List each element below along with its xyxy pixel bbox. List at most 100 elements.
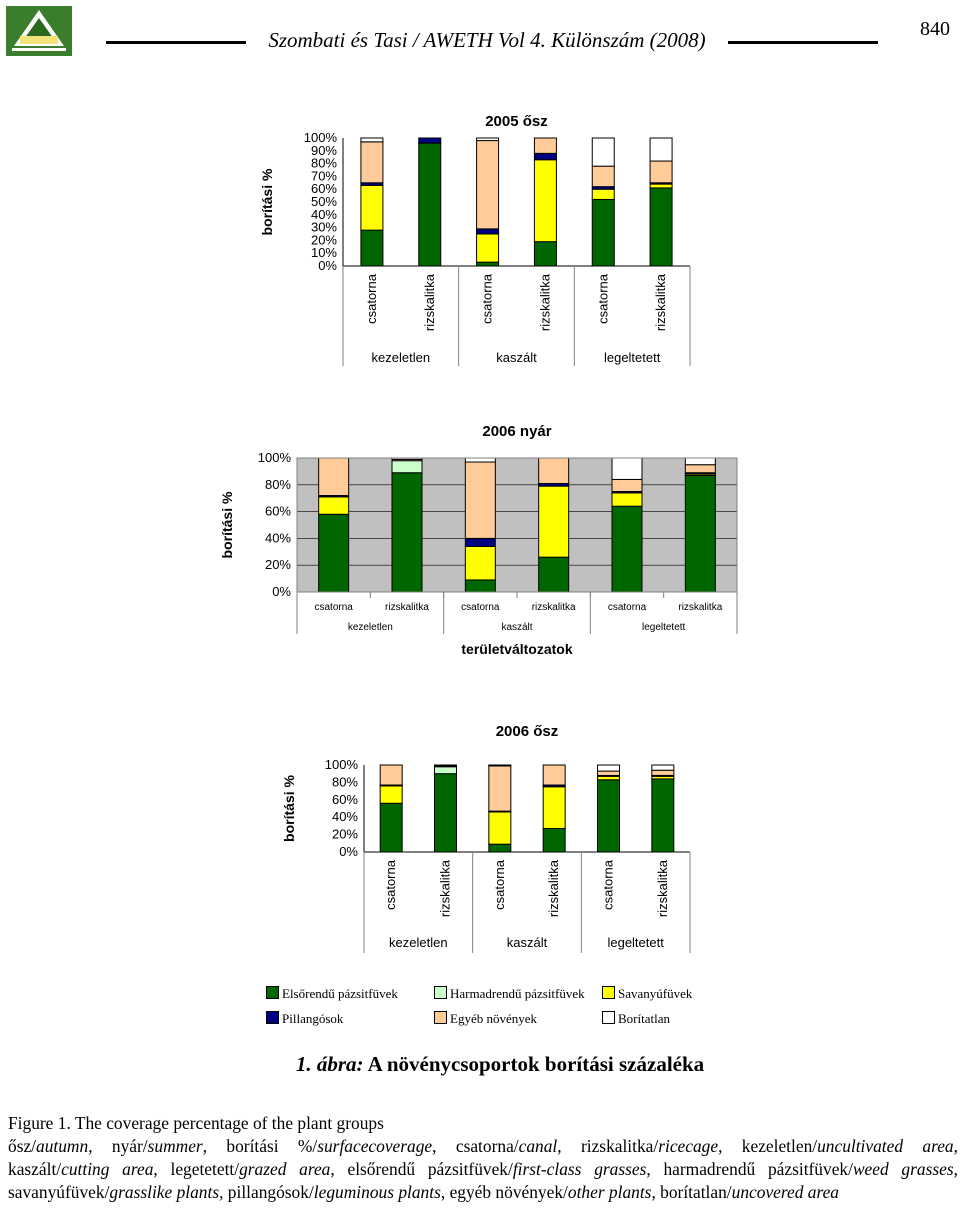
caption-term: egyéb növények/other plants: [450, 1182, 652, 1202]
legend-item: Elsőrendű pázsitfüvek: [266, 986, 398, 1002]
caption-term-en: leguminous plants: [313, 1182, 441, 1202]
legend-label: Harmadrendű pázsitfüvek: [450, 986, 585, 1001]
bar-segment: [488, 765, 512, 812]
y-tick-label: 90%: [311, 143, 337, 158]
bar-segment: [464, 537, 496, 547]
y-tick-label: 40%: [265, 530, 291, 545]
chart-title: 2006 ősz: [496, 723, 559, 740]
bar-segment: [488, 811, 512, 845]
bar-segment: [488, 764, 512, 767]
bar-segment: [597, 779, 620, 853]
bar-segment: [533, 159, 557, 243]
y-tick-label: 80%: [332, 774, 358, 789]
caption-term-en: autumn: [36, 1136, 89, 1156]
figure-number: 1. ábra:: [295, 1052, 364, 1076]
caption-term-en: other plants: [567, 1182, 652, 1202]
caption-term-hu: pillangósok/: [227, 1182, 314, 1202]
y-tick-label: 80%: [311, 156, 337, 171]
bar-segment: [649, 187, 673, 267]
bar-segment: [591, 198, 615, 267]
bar-segment: [651, 778, 675, 853]
caption-term: kaszált/cutting area: [8, 1159, 153, 1179]
x-group-label: kaszált: [501, 622, 532, 633]
y-tick-label: 50%: [311, 194, 337, 209]
legend-label: Pillangósok: [282, 1011, 344, 1026]
caption-term: elsőrendű pázsitfüvek/first-class grasse…: [347, 1159, 646, 1179]
caption-term-hu: egyéb növények/: [449, 1182, 568, 1202]
bar-segment: [434, 773, 457, 853]
figure-caption: Figure 1. The coverage percentage of the…: [8, 1112, 958, 1204]
legend-item: Savanyúfüvek: [602, 986, 692, 1002]
legend-label: Borítatlan: [618, 1011, 670, 1026]
x-category-label: rizskalitka: [546, 859, 561, 917]
bar-segment: [649, 160, 673, 184]
y-tick-label: 20%: [332, 827, 358, 842]
bar-segment: [591, 165, 615, 188]
bar-segment: [476, 137, 500, 142]
y-tick-label: 30%: [311, 220, 337, 235]
caption-term-en: grasslike plants: [109, 1182, 220, 1202]
caption-term: ősz/autumn: [8, 1136, 88, 1156]
y-tick-label: 100%: [258, 450, 292, 465]
bar-segment: [434, 766, 457, 775]
journal-logo-icon: [6, 6, 72, 56]
bar-segment: [379, 802, 403, 853]
x-category-label: csatorna: [492, 859, 507, 910]
bar-segment: [464, 461, 496, 539]
x-group-label: kezeletlen: [372, 350, 431, 365]
header-rule-left: [106, 41, 246, 44]
y-tick-label: 20%: [265, 557, 291, 572]
bar-segment: [476, 261, 500, 267]
y-tick-label: 100%: [304, 130, 338, 145]
caption-term-hu: kaszált/: [8, 1159, 62, 1179]
bar-segment: [533, 152, 557, 161]
x-category-label: rizskalitka: [653, 273, 668, 331]
bar-segment: [488, 843, 512, 853]
x-group-label: legeltetett: [604, 350, 661, 365]
x-group-label: kezeletlen: [389, 935, 448, 950]
caption-term-hu: savanyúfüvek/: [8, 1182, 110, 1202]
caption-term-en: uncultivated area: [817, 1136, 954, 1156]
bar-segment: [542, 828, 566, 853]
bar-segment: [597, 764, 620, 772]
bar-segment: [418, 137, 442, 144]
bar-segment: [318, 457, 350, 497]
running-title: Szombati és Tasi / AWETH Vol 4. Különszá…: [268, 28, 706, 52]
bar-segment: [611, 457, 643, 480]
bar-segment: [360, 141, 384, 184]
bar-segment: [476, 228, 500, 235]
legend-item: Pillangósok: [266, 1011, 343, 1027]
bar-segment: [597, 775, 620, 781]
bar-segment: [649, 137, 673, 162]
bar-segment: [684, 464, 716, 474]
header-rule-right: [728, 41, 878, 44]
legend-swatch: [266, 986, 279, 999]
caption-term: legetetett/grazed area: [171, 1159, 331, 1179]
y-tick-label: 60%: [265, 504, 291, 519]
bar-segment: [649, 183, 673, 189]
bar-segment: [476, 140, 500, 230]
bar-segment: [533, 241, 557, 267]
bar-segment: [464, 579, 496, 593]
plot-area: [297, 458, 737, 592]
x-category-label: csatorna: [608, 602, 647, 613]
y-axis-label: borítási %: [219, 491, 235, 558]
bar-segment: [597, 770, 620, 776]
legend-swatch: [434, 986, 447, 999]
bar-segment: [391, 472, 423, 593]
y-tick-label: 70%: [311, 168, 337, 183]
caption-term-hu: elsőrendű pázsitfüvek/: [347, 1159, 513, 1179]
x-category-label: csatorna: [383, 859, 398, 910]
caption-glossary: ősz/autumn, nyár/summer, borítási %/surf…: [8, 1136, 958, 1202]
x-group-label: kaszált: [496, 350, 537, 365]
caption-term-hu: csatorna/: [455, 1136, 519, 1156]
caption-term-hu: ősz/: [8, 1136, 37, 1156]
bar-segment: [418, 142, 442, 267]
bar-segment: [611, 478, 643, 493]
bar-segment: [591, 137, 615, 167]
bar-segment: [464, 457, 496, 463]
bar-segment: [379, 785, 403, 804]
caption-term-en: ricecage: [658, 1136, 719, 1156]
